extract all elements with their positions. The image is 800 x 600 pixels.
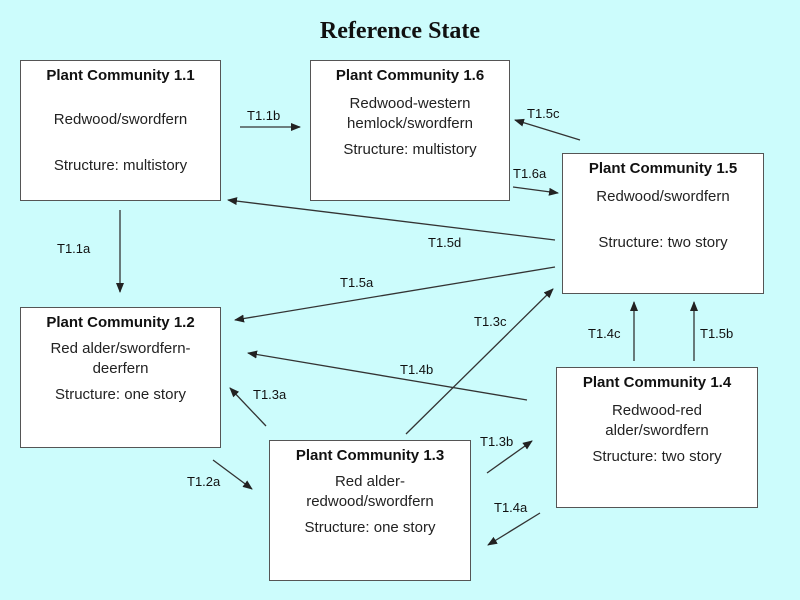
- transition-arrow-t1-4b: [247, 350, 528, 401]
- transition-label: T1.5d: [428, 235, 462, 250]
- transition-arrow-t1-6a: [512, 186, 559, 196]
- community-structure: Structure: one story: [304, 519, 436, 536]
- transition-label: T1.4c: [588, 326, 621, 341]
- community-heading: Plant Community 1.1: [46, 67, 195, 84]
- community-heading: Plant Community 1.5: [588, 160, 738, 177]
- community-species: Red alder/swordfern-: [50, 340, 191, 357]
- community-species: hemlock/swordfern: [347, 115, 473, 132]
- community-species: Redwood-red: [611, 402, 703, 419]
- diagram-title: Reference State: [319, 18, 481, 44]
- transition-arrow-t1-5c: [514, 118, 581, 141]
- transition-label: T1.5c: [527, 106, 560, 121]
- community-species: Red alder-: [334, 473, 406, 490]
- community-heading: Plant Community 1.2: [46, 314, 195, 331]
- transition-label: T1.3b: [480, 434, 514, 449]
- community-structure: Structure: one story: [55, 386, 186, 403]
- transition-arrow-t1-3c: [405, 288, 554, 435]
- community-heading: Plant Community 1.4: [582, 374, 732, 391]
- transition-label: T1.1b: [247, 108, 281, 123]
- transition-label: T1.5b: [700, 326, 734, 341]
- transition-label: T1.1a: [57, 241, 91, 256]
- transition-label: T1.4b: [400, 362, 434, 377]
- community-structure: Structure: multistory: [53, 157, 188, 174]
- community-structure: Structure: two story: [598, 234, 728, 251]
- transition-label: T1.3a: [253, 387, 287, 402]
- transition-arrow-t1-5a: [234, 266, 556, 323]
- transition-arrow-t1-3a: [229, 387, 267, 427]
- community-species: redwood/swordfern: [306, 493, 434, 510]
- community-species: Redwood/swordfern: [53, 111, 188, 128]
- community-structure: Structure: multistory: [343, 141, 477, 158]
- transition-label: T1.4a: [494, 500, 528, 515]
- transition-label: T1.3c: [474, 314, 507, 329]
- transition-label: T1.6a: [513, 166, 547, 181]
- community-heading: Plant Community 1.3: [295, 447, 445, 464]
- community-species: Redwood-western: [349, 95, 471, 112]
- transition-arrow-t1-4a: [487, 512, 541, 546]
- transition-arrow-t1-5d: [227, 197, 556, 241]
- community-species: deerfern: [92, 360, 149, 377]
- community-structure: Structure: two story: [592, 448, 722, 465]
- transition-label: T1.2a: [187, 474, 221, 489]
- transition-arrow-t1-3b: [486, 440, 533, 474]
- transition-label: T1.5a: [340, 275, 374, 290]
- transition-arrow-t1-2a: [212, 459, 253, 490]
- community-species: Redwood/swordfern: [596, 188, 730, 205]
- community-species: alder/swordfern: [605, 422, 709, 439]
- community-heading: Plant Community 1.6: [335, 67, 485, 84]
